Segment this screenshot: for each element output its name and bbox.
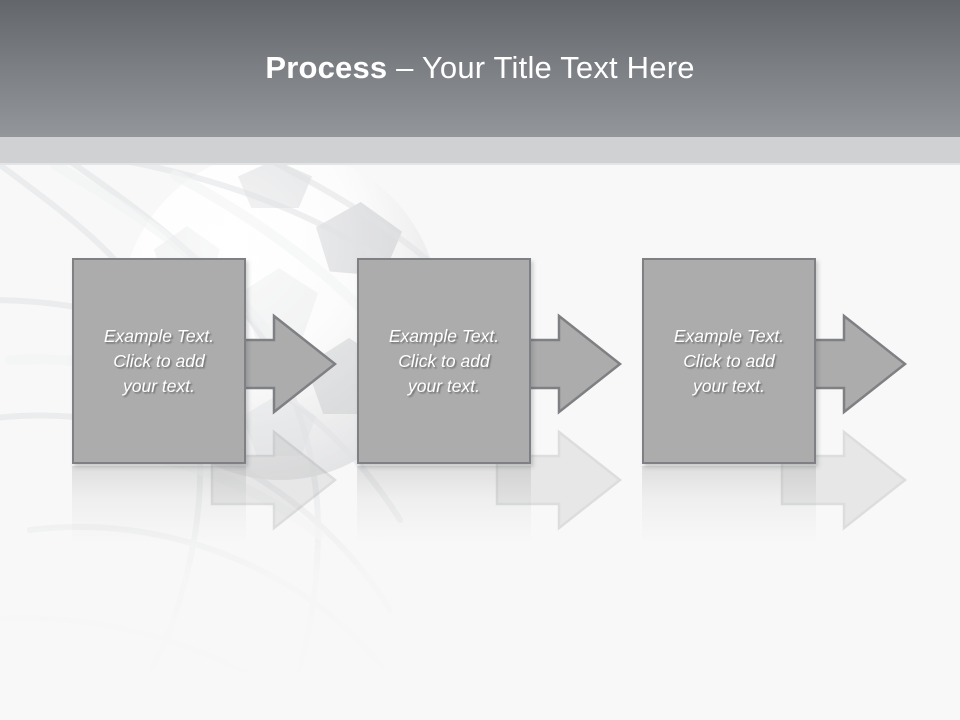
step-box[interactable]: Example Text. Click to add your text. [642, 258, 816, 464]
step-arrow-reflection [210, 429, 338, 531]
page-title: Process – Your Title Text Here [0, 50, 960, 86]
process-step-3[interactable]: Example Text. Click to add your text. [642, 258, 908, 544]
step-box-reflection [642, 466, 816, 544]
process-step-1[interactable]: Example Text. Click to add your text. [72, 258, 338, 544]
step-text: Example Text. Click to add your text. [103, 325, 215, 396]
slide-header: Process – Your Title Text Here [0, 0, 960, 137]
step-text: Example Text. Click to add your text. [673, 325, 785, 396]
step-box-reflection [72, 466, 246, 544]
step-box[interactable]: Example Text. Click to add your text. [72, 258, 246, 464]
step-box[interactable]: Example Text. Click to add your text. [357, 258, 531, 464]
process-step-2[interactable]: Example Text. Click to add your text. [357, 258, 623, 544]
step-arrow-reflection [495, 429, 623, 531]
header-accent-band [0, 137, 960, 163]
step-text: Example Text. Click to add your text. [388, 325, 500, 396]
step-arrow-reflection [780, 429, 908, 531]
step-box-reflection [357, 466, 531, 544]
header-accent-band-edge [0, 163, 960, 165]
page-title-rest: – Your Title Text Here [387, 50, 695, 85]
page-title-strong: Process [265, 50, 388, 85]
